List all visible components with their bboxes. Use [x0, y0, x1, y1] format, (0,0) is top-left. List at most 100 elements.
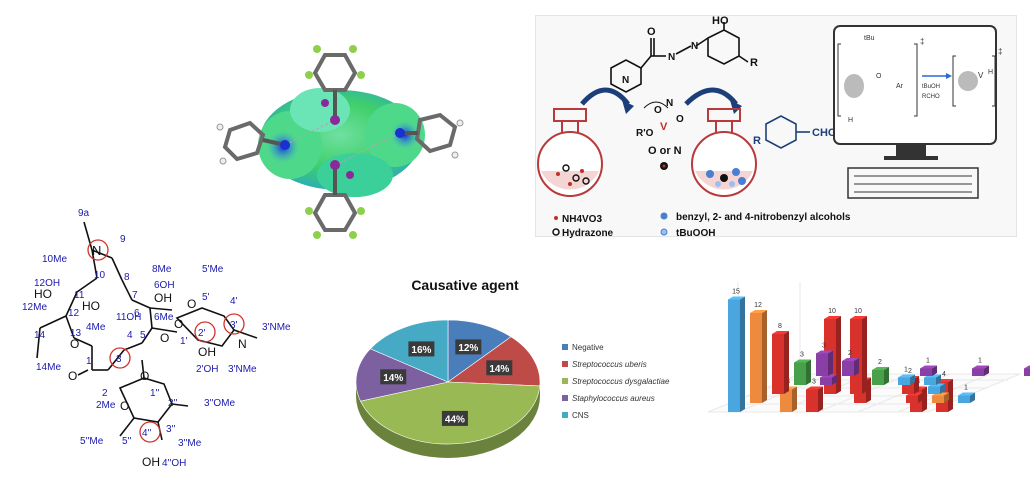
bar-top-22 [872, 367, 889, 370]
bar-top-4 [850, 316, 867, 319]
bar-20 [958, 395, 970, 403]
legend-tbuooh: tBuOOH [676, 228, 715, 238]
svg-text:2'': 2'' [168, 398, 177, 409]
bar-24 [1024, 368, 1034, 376]
bar-0 [728, 299, 740, 412]
svg-text:OH: OH [198, 345, 216, 359]
bar-label-16: 1 [904, 367, 908, 374]
bar-side-6 [818, 386, 823, 412]
bar-side-23 [932, 365, 937, 376]
svg-text:R'O: R'O [636, 128, 654, 139]
svg-text:O: O [187, 297, 196, 311]
bar-label-4: 10 [854, 308, 862, 315]
reaction-scheme: N O N N HO R O N R'O V [535, 15, 1017, 239]
bar-2 [772, 334, 784, 394]
bar-top-3 [824, 316, 841, 319]
bar-top-2 [772, 331, 789, 334]
bar-label-14: 2 [848, 350, 852, 357]
svg-text:V: V [660, 121, 668, 133]
bar-side-12 [806, 359, 811, 385]
carbonyl-o-label: O [647, 26, 656, 38]
pie-value-label-0: 12% [458, 343, 478, 354]
svg-text:1': 1' [180, 336, 188, 347]
bar-label-22: 2 [878, 359, 882, 366]
svg-text:10: 10 [94, 270, 106, 281]
bar-side-4 [862, 316, 867, 394]
svg-text:5''Me: 5''Me [80, 436, 104, 447]
svg-text:5'': 5'' [122, 436, 131, 447]
bar-21 [816, 353, 828, 376]
svg-text:14: 14 [34, 330, 46, 341]
bar-15 [972, 368, 984, 376]
pie-chart: Causative agent 12%14%44%14%16% Negative… [350, 272, 685, 482]
svg-text:N: N [92, 243, 101, 258]
pie-value-label-3: 14% [383, 373, 403, 384]
pie-value-label-1: 14% [489, 364, 509, 375]
svg-text:O: O [120, 399, 129, 413]
svg-text:13: 13 [70, 328, 82, 339]
bar-label-1: 12 [754, 302, 762, 309]
bar-9 [906, 395, 918, 403]
legend-label-4: CNS [572, 411, 589, 420]
svg-text:OH: OH [154, 291, 172, 305]
bar-top-16 [898, 374, 915, 378]
svg-text:5'Me: 5'Me [202, 264, 224, 275]
computer-monitor: tBu Ar ‡ tBuOH RCHO V H ‡ H O [833, 25, 1002, 199]
svg-text:O: O [876, 73, 882, 80]
aldehyde-product [765, 115, 810, 149]
bar-side-2 [784, 331, 789, 394]
bar-top-24 [1024, 365, 1034, 369]
svg-text:4Me: 4Me [86, 322, 106, 333]
bar-label-6: 3 [812, 379, 816, 386]
svg-text:1'': 1'' [150, 388, 159, 399]
pie-label-box-1 [486, 360, 513, 376]
pie-label-box-4 [408, 341, 435, 357]
stick-model [222, 53, 458, 232]
bar-top-20 [958, 392, 975, 396]
product-r-label: R [753, 135, 761, 147]
svg-text:9: 9 [120, 234, 126, 245]
svg-text:3'': 3'' [166, 424, 175, 435]
curved-arrow-2 [684, 87, 738, 106]
svg-text:H: H [988, 69, 993, 76]
bar-side-9 [918, 392, 923, 403]
bar-side-7 [866, 377, 871, 403]
bar-side-5 [792, 386, 797, 412]
bar-top-21 [816, 350, 833, 354]
svg-text:RCHO: RCHO [922, 94, 940, 100]
legend-hydrazone: Hydrazone [562, 228, 614, 238]
svg-text:H: H [848, 117, 853, 124]
bar-side-18 [940, 383, 945, 394]
svg-text:O: O [654, 105, 662, 116]
bar-side-1 [762, 310, 767, 403]
vanadium-complex: O N R'O V O O or N [636, 98, 684, 170]
bar-22 [872, 370, 884, 385]
svg-text:11OH: 11OH [116, 312, 141, 323]
svg-text:1: 1 [86, 356, 92, 367]
bar-label-12: 3 [800, 352, 804, 359]
bar-13 [820, 377, 832, 385]
svg-text:6OH: 6OH [154, 280, 175, 291]
svg-text:6: 6 [134, 308, 140, 319]
macrolide-structure: 9a N 9 10Me 10 8 8Me 12OH HO 11 HO 7 6OH… [2, 200, 347, 500]
svg-text:3': 3' [230, 320, 238, 331]
svg-text:2': 2' [198, 328, 206, 339]
bar-1 [750, 313, 762, 403]
bar-6 [806, 389, 818, 412]
legend-swatch-3 [562, 395, 568, 401]
bar-side-14 [854, 358, 859, 376]
bar-side-19 [944, 392, 949, 403]
svg-text:3'NMe: 3'NMe [228, 364, 257, 375]
pie-value-label-2: 44% [445, 414, 465, 425]
bar-side-13 [832, 374, 837, 385]
highlight-circles [87, 239, 245, 443]
svg-text:6Me: 6Me [154, 312, 174, 323]
legend-label-2: Streptococcus dysgalactiae [572, 377, 670, 386]
hydrazone-structure [610, 22, 749, 93]
curved-arrow-1 [580, 87, 630, 106]
phenol-oh-label: HO [712, 16, 729, 27]
svg-text:‡: ‡ [998, 47, 1002, 56]
svg-text:2'OH: 2'OH [196, 364, 218, 375]
svg-text:HO: HO [34, 287, 52, 301]
